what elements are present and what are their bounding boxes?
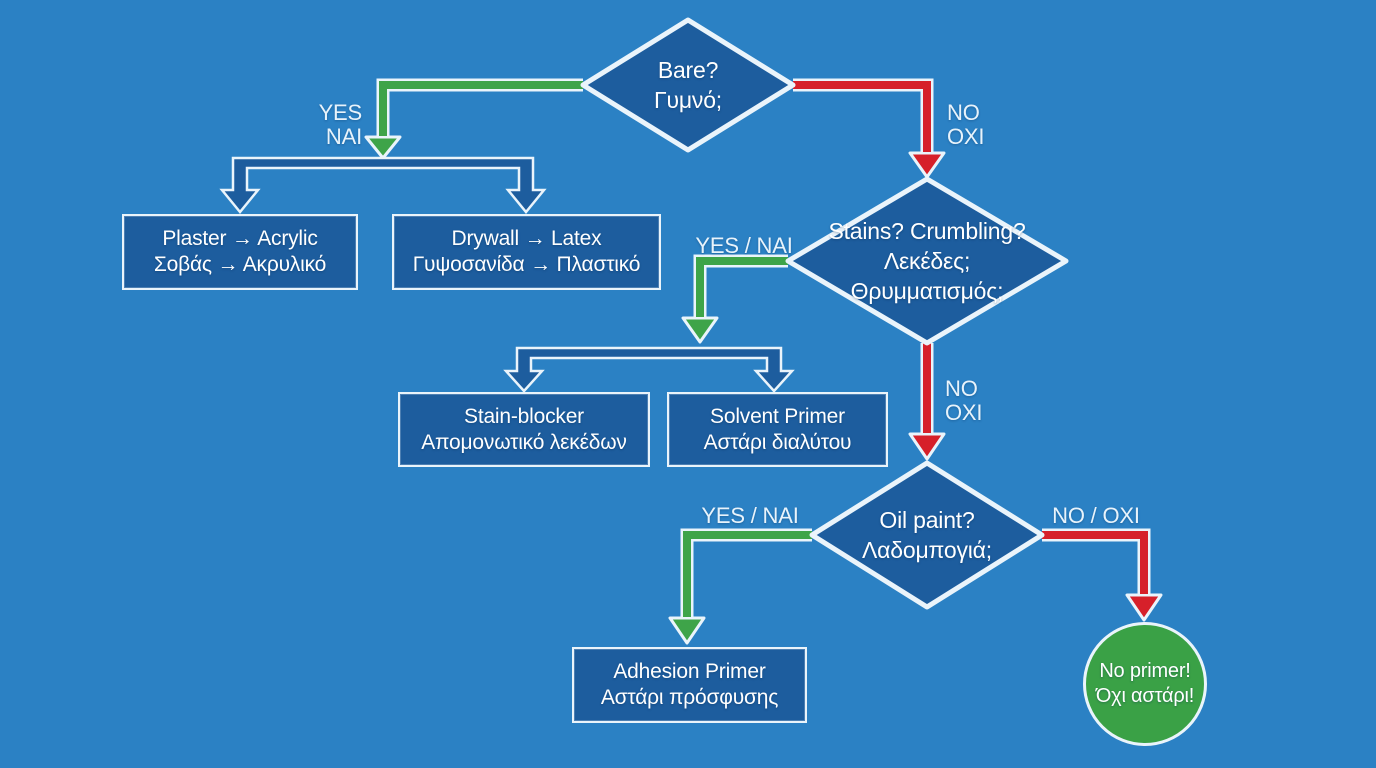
- terminal-no-primer-circle: No primer! Όχι αστάρι!: [1083, 622, 1207, 746]
- decision-bare-text: Bare? Γυμνό;: [588, 45, 788, 125]
- edge-label-bare-yes: YES NAI: [296, 100, 363, 149]
- edge-bare-yes-outline: [376, 78, 583, 138]
- result-box-plaster: Plaster → Acrylic Σοβάς → Ακρυλικό: [122, 214, 358, 290]
- decision-oil-line1: Oil paint?: [879, 507, 975, 533]
- decision-oil-line2: Λαδομπογιά;: [862, 537, 992, 563]
- decision-stains-line3: Θρυμματισμός;: [850, 278, 1004, 304]
- decision-bare-line2: Γυμνό;: [654, 87, 722, 113]
- result-plaster-line1: Plaster → Acrylic: [162, 227, 318, 250]
- edge-label-stains-no-line2: OXI: [945, 400, 983, 425]
- edge-oil-yes: [683, 531, 812, 617]
- edge-oil-yes-outline: [680, 528, 812, 618]
- terminal-line2: Όχι αστάρι!: [1095, 685, 1195, 707]
- result-solvent-primer-line2: Αστάρι διαλύτου: [703, 430, 852, 454]
- edge-bare-yes: [379, 81, 583, 136]
- edge-stains-yes: [696, 257, 788, 317]
- edge-bare-no: [793, 81, 931, 152]
- edge-label-stains-yes-text: YES / NAI: [695, 233, 793, 258]
- arrowhead-oil-no: [1125, 593, 1163, 622]
- edge-oil-no: [1042, 531, 1148, 594]
- decision-stains-line2: Λεκέδες;: [883, 248, 971, 274]
- decision-oil-text: Oil paint? Λαδομπογιά;: [817, 495, 1037, 575]
- decision-stains-line1: Stains? Crumbling?: [828, 218, 1026, 244]
- edge-label-bare-yes-line1: YES: [318, 100, 363, 125]
- edge-oil-no-outline: [1042, 528, 1151, 595]
- decision-stains-text: Stains? Crumbling? Λεκέδες; Θρυμματισμός…: [797, 211, 1057, 311]
- split-connector-bare-yes: [219, 156, 547, 214]
- arrowhead-bare-no: [908, 151, 946, 179]
- result-box-stain-blocker: Stain-blocker Απομονωτικό λεκέδων: [398, 392, 650, 467]
- edge-label-stains-no-line1: NO: [945, 376, 978, 401]
- decision-oil-diamond: [809, 460, 1045, 610]
- arrowhead-stains-no: [908, 432, 946, 461]
- result-box-solvent-primer: Solvent Primer Αστάρι διαλύτου: [667, 392, 888, 467]
- edge-label-oil-no: NO / OXI: [1016, 504, 1176, 528]
- result-box-adhesion-primer: Adhesion Primer Αστάρι πρόσφυσης: [572, 647, 807, 723]
- result-adhesion-primer-line2: Αστάρι πρόσφυσης: [600, 686, 779, 709]
- result-drywall-line1: Drywall → Latex: [451, 227, 602, 250]
- edge-label-oil-yes: YES / NAI: [670, 504, 830, 528]
- terminal-line1: No primer!: [1099, 660, 1191, 682]
- arrowhead-oil-yes: [668, 616, 706, 645]
- decision-stains-diamond: [785, 176, 1069, 346]
- result-adhesion-primer-line1: Adhesion Primer: [613, 660, 766, 683]
- result-box-drywall: Drywall → Latex Γυψοσανίδα → Πλαστικό: [392, 214, 661, 290]
- edge-bare-no-outline: [793, 78, 934, 152]
- result-stain-blocker-line2: Απομονωτικό λεκέδων: [421, 430, 627, 454]
- edge-label-stains-no: NO OXI: [945, 377, 1015, 425]
- edge-label-bare-yes-line2: NAI: [325, 124, 362, 149]
- result-plaster-line2: Σοβάς → Ακρυλικό: [153, 253, 327, 276]
- result-solvent-primer-line1: Solvent Primer: [710, 404, 845, 428]
- edge-label-oil-yes-text: YES / NAI: [701, 503, 799, 528]
- edge-label-stains-yes: YES / NAI: [664, 234, 824, 258]
- edge-label-oil-no-text: NO / OXI: [1052, 503, 1140, 528]
- decision-bare-line1: Bare?: [657, 57, 719, 83]
- result-stain-blocker-line1: Stain-blocker: [464, 404, 584, 428]
- edge-stains-yes-outline: [693, 254, 788, 318]
- decision-bare-diamond: [580, 17, 796, 153]
- arrowhead-bare-yes: [364, 135, 402, 160]
- result-drywall-line2: Γυψοσανίδα → Πλαστικό: [412, 253, 641, 276]
- split-connector-stains-yes: [503, 346, 795, 393]
- edge-label-bare-no: NO OXI: [947, 101, 1017, 149]
- edge-label-bare-no-line2: OXI: [947, 124, 985, 149]
- edge-label-bare-no-line1: NO: [947, 100, 980, 125]
- arrowhead-stains-yes: [681, 316, 719, 344]
